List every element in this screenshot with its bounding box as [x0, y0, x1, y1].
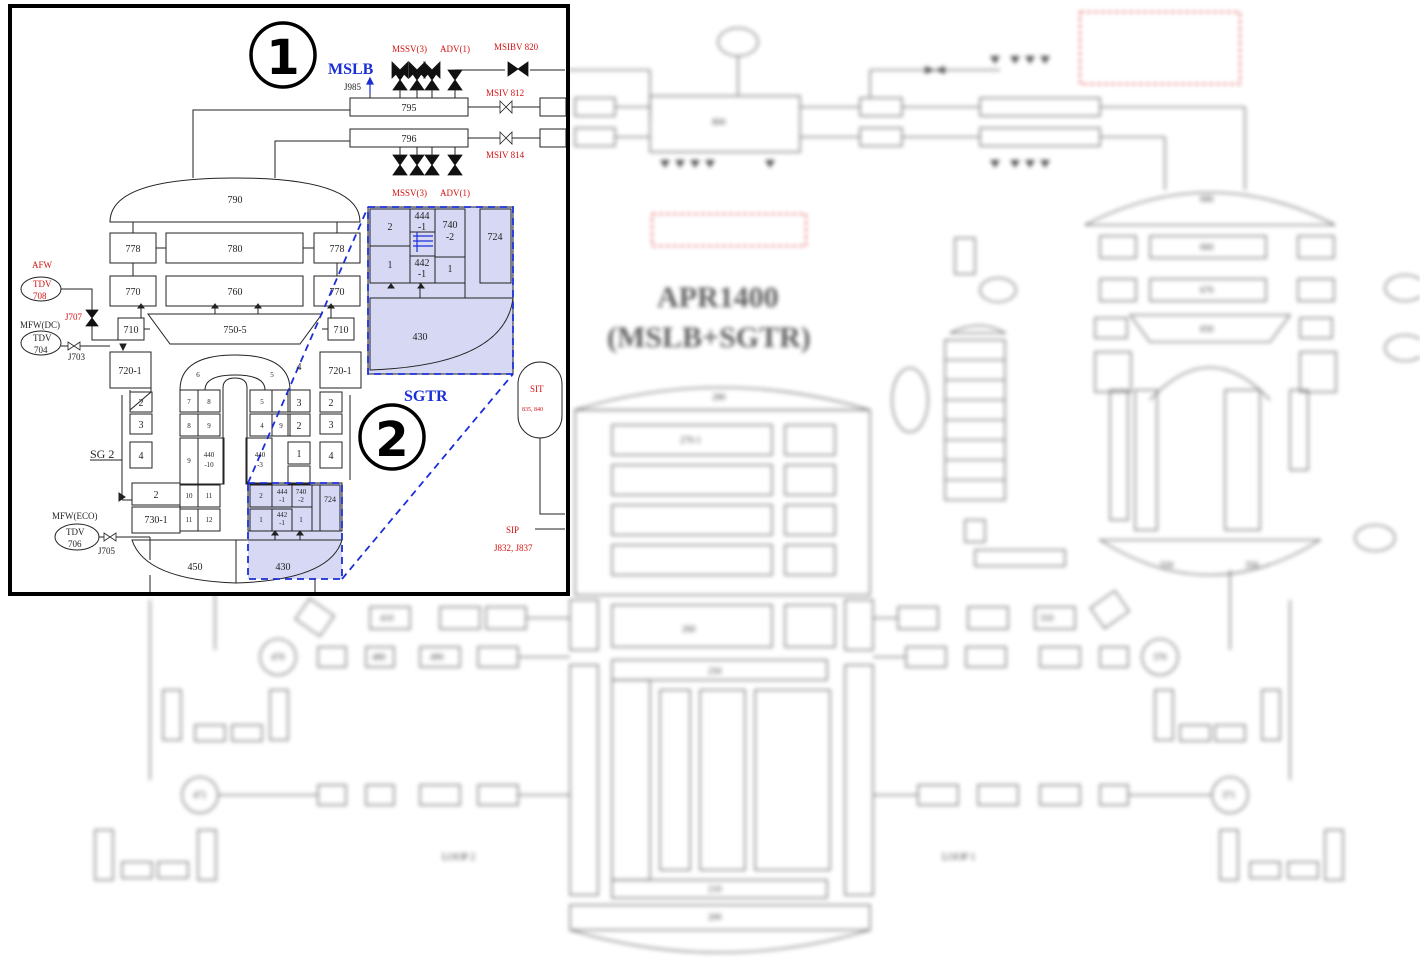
j985-label: J985 — [344, 82, 362, 92]
node-3-left: 3 — [139, 420, 144, 431]
mfw-dc-label: MFW(DC) — [20, 320, 60, 330]
zoom-node-444-suffix: -1 — [418, 222, 426, 233]
callout-two: 2 — [375, 412, 408, 468]
sgtr-label: SGTR — [404, 388, 448, 405]
node-12: 12 — [206, 516, 214, 524]
node-7: 7 — [187, 398, 191, 406]
node-730-1: 730-1 — [144, 515, 167, 526]
node-4-left: 4 — [139, 451, 144, 462]
zoom-node-442: 442 — [415, 258, 430, 269]
zoom-node-740-suffix: -2 — [446, 232, 454, 243]
mssv-top-label: MSSV(3) — [392, 44, 427, 54]
node-440-10-suffix: -10 — [204, 461, 214, 469]
node-5: 5 — [260, 398, 264, 406]
msiv-812-label: MSIV 812 — [486, 88, 524, 98]
node-770-right: 770 — [330, 287, 345, 298]
tdv-704-label: TDV — [33, 333, 52, 343]
sip-junctions: J832, J837 — [494, 543, 533, 553]
node-8b: 8 — [187, 422, 191, 430]
node-790: 790 — [228, 195, 243, 206]
node-11: 11 — [206, 492, 213, 500]
node-720-1-left: 720-1 — [118, 366, 141, 377]
zoom-node-724: 724 — [488, 232, 503, 243]
node-770-left: 770 — [126, 287, 141, 298]
node-440-3: 440 — [255, 451, 266, 459]
small-node-442: 442 — [277, 511, 288, 519]
small-node-740: 740 — [296, 488, 307, 496]
callout-one: 1 — [266, 30, 299, 86]
node-6: 6 — [196, 371, 200, 379]
node-795: 795 — [402, 103, 417, 114]
zoom-node-430: 430 — [413, 332, 428, 343]
node-5-top: 5 — [270, 371, 274, 379]
msiv-814-label: MSIV 814 — [486, 150, 525, 160]
node-2-inner: 2 — [297, 421, 302, 432]
node-796: 796 — [402, 134, 417, 145]
mssv-bottom-label: MSSV(3) — [392, 188, 427, 198]
node-430: 430 — [276, 562, 291, 573]
afw-label: AFW — [32, 260, 53, 270]
adv-top-label: ADV(1) — [440, 44, 470, 54]
small-node-1b: 1 — [299, 516, 303, 524]
node-4-inner: 4 — [297, 362, 302, 373]
j707-label: J707 — [65, 312, 83, 322]
zoom-node-2: 2 — [388, 222, 393, 233]
node-10: 10 — [186, 492, 194, 500]
node-4: 4 — [260, 422, 264, 430]
node-8: 8 — [207, 398, 211, 406]
node-3: 9 — [279, 422, 283, 430]
small-node-442-suffix: -1 — [279, 519, 285, 527]
zoom-node-740: 740 — [443, 220, 458, 231]
node-3-right: 3 — [329, 420, 334, 431]
sip-label: SIP — [506, 525, 519, 535]
sit-number: 835, 840 — [522, 407, 543, 413]
node-9b: 9 — [187, 457, 191, 465]
node-750-5: 750-5 — [223, 325, 246, 336]
adv-bottom-label: ADV(1) — [440, 188, 470, 198]
node-710-right: 710 — [334, 325, 349, 336]
sg2-label: SG 2 — [90, 447, 114, 461]
small-node-740-suffix: -2 — [298, 496, 304, 504]
mfw-eco-label: MFW(ECO) — [52, 511, 98, 521]
node-440-10: 440 — [204, 451, 215, 459]
node-720-1-right: 720-1 — [328, 366, 351, 377]
node-780: 780 — [228, 244, 243, 255]
mslb-label: MSLB — [328, 61, 374, 78]
node-2-right: 2 — [329, 398, 334, 409]
node-724-small: 724 — [324, 495, 336, 504]
tdv-706-number: 706 — [68, 539, 82, 549]
node-1-inner: 1 — [297, 449, 302, 460]
node-9: 9 — [207, 422, 211, 430]
node-778-right: 778 — [330, 244, 345, 255]
node-11b: 11 — [186, 516, 193, 524]
node-760: 760 — [228, 287, 243, 298]
sit-label: SIT — [530, 384, 544, 394]
small-node-1: 1 — [259, 516, 263, 524]
j703-label: J703 — [68, 352, 86, 362]
j705-label: J705 — [98, 546, 116, 556]
node-2-lower: 2 — [154, 490, 159, 501]
msibv-label: MSIBV 820 — [494, 42, 539, 52]
node-450: 450 — [188, 562, 203, 573]
small-node-444: 444 — [277, 488, 288, 496]
tdv-706-label: TDV — [66, 527, 85, 537]
node-778-left: 778 — [126, 244, 141, 255]
zoom-node-1: 1 — [388, 260, 393, 271]
zoom-node-444: 444 — [415, 211, 430, 222]
tdv-708-number: 708 — [33, 291, 47, 301]
node-2-left: 2 — [139, 398, 144, 409]
small-node-2: 2 — [259, 492, 263, 500]
small-node-444-suffix: -1 — [279, 496, 285, 504]
node-440-3-suffix: -3 — [257, 461, 263, 469]
zoom-node-1b: 1 — [448, 264, 453, 275]
node-4-right: 4 — [329, 451, 334, 462]
zoom-node-442-suffix: -1 — [418, 269, 426, 280]
node-3-inner: 3 — [297, 398, 302, 409]
tdv-708-label: TDV — [33, 279, 52, 289]
tdv-704-number: 704 — [34, 345, 48, 355]
node-710-left: 710 — [124, 325, 139, 336]
